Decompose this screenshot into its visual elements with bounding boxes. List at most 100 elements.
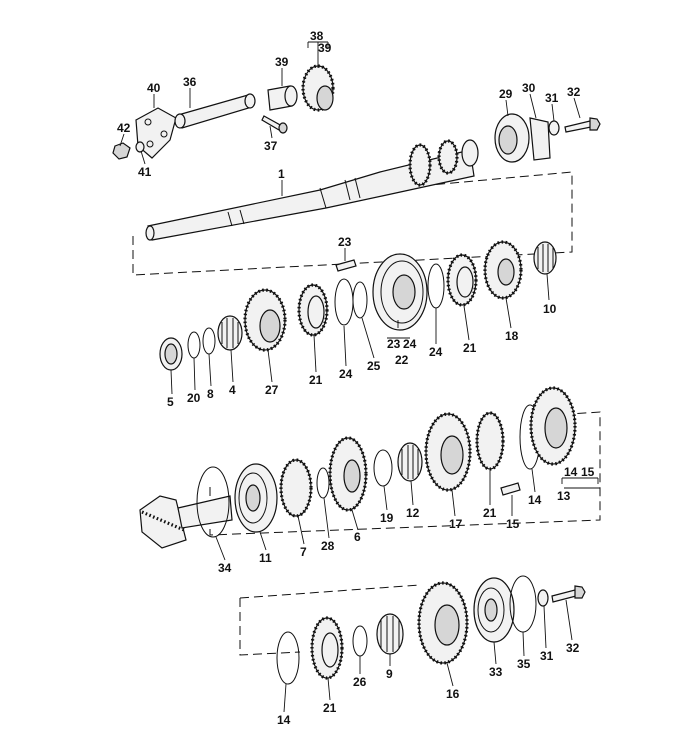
callout-30: 30 [522,81,536,95]
callout-14-circlip: 14 [528,493,542,507]
part-42-bolt [112,142,131,160]
callout-8: 8 [207,387,214,401]
part-30-plate [529,117,551,161]
callout-17: 17 [449,517,463,531]
callout-39-on-38: 39 [318,41,332,55]
part-32-bolt-top [564,117,601,133]
part-pinion-shaft [139,495,233,549]
callout-24-group: 24 [403,337,417,351]
callout-21-c: 21 [483,506,497,520]
callout-19: 19 [380,511,394,525]
part-15-key [500,482,521,496]
callout-34: 34 [218,561,232,575]
part-6-gear [328,436,368,512]
callout-1: 1 [278,167,285,181]
callout-42: 42 [117,121,131,135]
assembly-brackets [132,171,601,656]
callout-9: 9 [386,667,393,681]
part-38-gear [301,64,335,112]
part-23-key-a [335,259,357,272]
callout-18: 18 [505,329,519,343]
part-20-ring [187,331,201,359]
callout-33: 33 [489,665,503,679]
callout-37: 37 [264,139,278,153]
callout-10: 10 [543,302,557,316]
callout-15-group: 15 [581,465,595,479]
callout-25: 25 [367,359,381,373]
part-1-main-shaft [145,139,479,241]
part-28-ring [316,467,330,499]
callout-24-b: 24 [429,345,443,359]
callout-14-bottom: 14 [277,713,291,727]
part-29-bearing [494,113,530,163]
part-17-gear [424,412,472,492]
callout-21-a: 21 [309,373,323,387]
part-25-ring [352,281,368,319]
part-21-synchro-ring-d [310,616,344,680]
part-31-washer-bottom [537,589,549,607]
callout-27: 27 [265,383,279,397]
callout-11: 11 [259,551,272,565]
callout-15-key: 15 [506,517,520,531]
callout-29: 29 [499,87,513,101]
callout-21-d: 21 [323,701,337,715]
part-26-ring [352,625,368,657]
callout-4: 4 [229,383,236,397]
callout-7: 7 [300,545,307,559]
part-32-bolt-bottom [551,585,586,603]
callout-21-b: 21 [463,341,477,355]
part-21-synchro-ring-b [446,253,478,307]
part-9-needle-bearing [376,613,404,655]
callout-13: 13 [557,489,571,503]
callout-35: 35 [517,657,531,671]
part-24-spring-b [427,263,445,309]
part-5-bearing [159,337,183,371]
part-31-washer-top [548,120,560,136]
part-11-bearing [234,463,278,533]
part-21-synchro-ring-a [297,283,329,337]
callout-22: 22 [395,353,409,367]
callout-23-key: 23 [338,235,352,249]
callout-32-bottom: 32 [566,641,580,655]
part-18-gear [483,240,523,300]
callout-38: 38 [310,29,324,43]
part-39-sleeve [267,85,298,111]
callout-28: 28 [321,539,335,553]
leader-lines [119,41,600,713]
part-34-circlip [196,466,230,538]
callout-31-top: 31 [545,91,559,105]
callout-16: 16 [446,687,460,701]
callout-6: 6 [354,530,361,544]
callout-5: 5 [167,395,174,409]
callout-31-bottom: 31 [540,649,554,663]
part-8-ring [202,327,216,355]
part-12-needle-bearing [397,442,423,482]
callout-41: 41 [138,165,152,179]
callout-39: 39 [275,55,289,69]
callout-24-a: 24 [339,367,353,381]
part-4-needle-bearing [217,315,243,351]
part-37-screw [261,115,288,134]
callout-23-group: 23 [387,337,401,351]
callout-12: 12 [406,506,420,520]
part-16-gear [417,581,469,665]
callout-14-group: 14 [564,465,578,479]
part-24-spring-a [334,278,354,326]
part-27-gear [243,288,287,352]
callout-labels: 38 39 39 40 36 42 41 37 29 30 31 32 1 23… [117,29,595,727]
part-19-ring [373,449,393,487]
part-21-synchro-ring-c [475,411,505,471]
part-36-shaft [174,93,256,129]
part-33-bearing [473,577,515,643]
callout-36: 36 [183,75,197,89]
part-10-needle-bearing [533,241,557,275]
callout-26: 26 [353,675,367,689]
part-41-washer [135,141,145,153]
part-13-sync-assembly [529,386,577,466]
callout-32-top: 32 [567,85,581,99]
callout-20: 20 [187,391,201,405]
part-7-gear [279,458,313,518]
part-14-circlip-bottom [276,631,300,685]
part-22-sync-hub [372,253,428,331]
